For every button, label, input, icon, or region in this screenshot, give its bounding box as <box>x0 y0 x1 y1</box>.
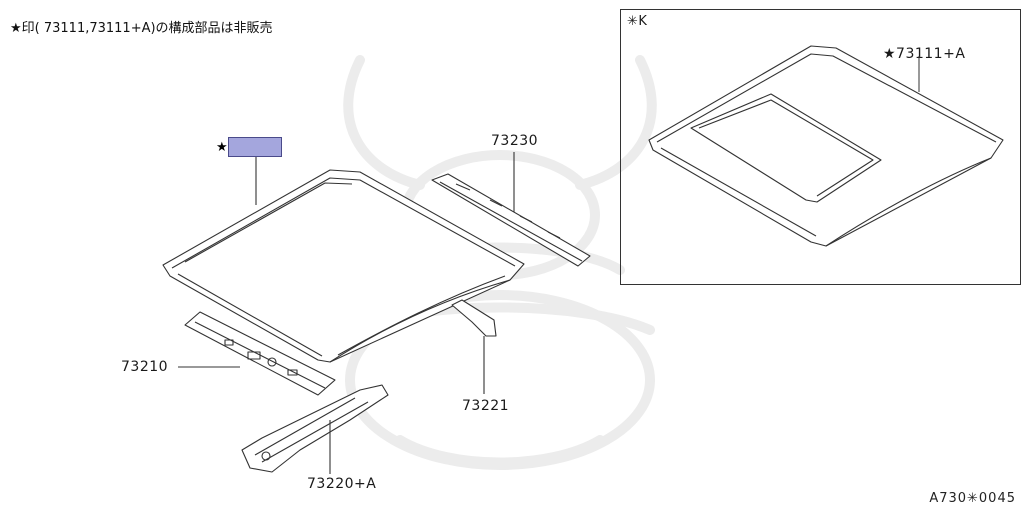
part-73221-label[interactable]: 73221 <box>462 398 510 414</box>
roof-reinforcement-shape <box>241 384 389 473</box>
sunroof-panel-drawing <box>648 45 1004 247</box>
part-73210-label[interactable]: 73210 <box>121 359 169 375</box>
inset-marker: ✳K <box>627 14 648 29</box>
part-73111a-label[interactable]: ★73111+A <box>883 46 966 62</box>
front-roof-rail-shape <box>431 173 591 267</box>
highlighted-part-number[interactable] <box>228 137 282 157</box>
not-for-sale-note: ★印( 73111,73111+A)の構成部品は非販売 <box>10 21 273 36</box>
roof-panel-shape <box>162 169 525 363</box>
part-73230-label[interactable]: 73230 <box>491 133 539 149</box>
part-73220a-label[interactable]: 73220+A <box>307 476 377 492</box>
rear-roof-rail-shape <box>184 311 336 396</box>
roof-bow-shape <box>451 299 497 337</box>
diagram-code: A730✳0045 <box>929 491 1016 506</box>
not-for-sale-star: ★ <box>216 140 228 155</box>
sunroof-variant-inset: ✳K ★73111+A <box>620 9 1021 285</box>
